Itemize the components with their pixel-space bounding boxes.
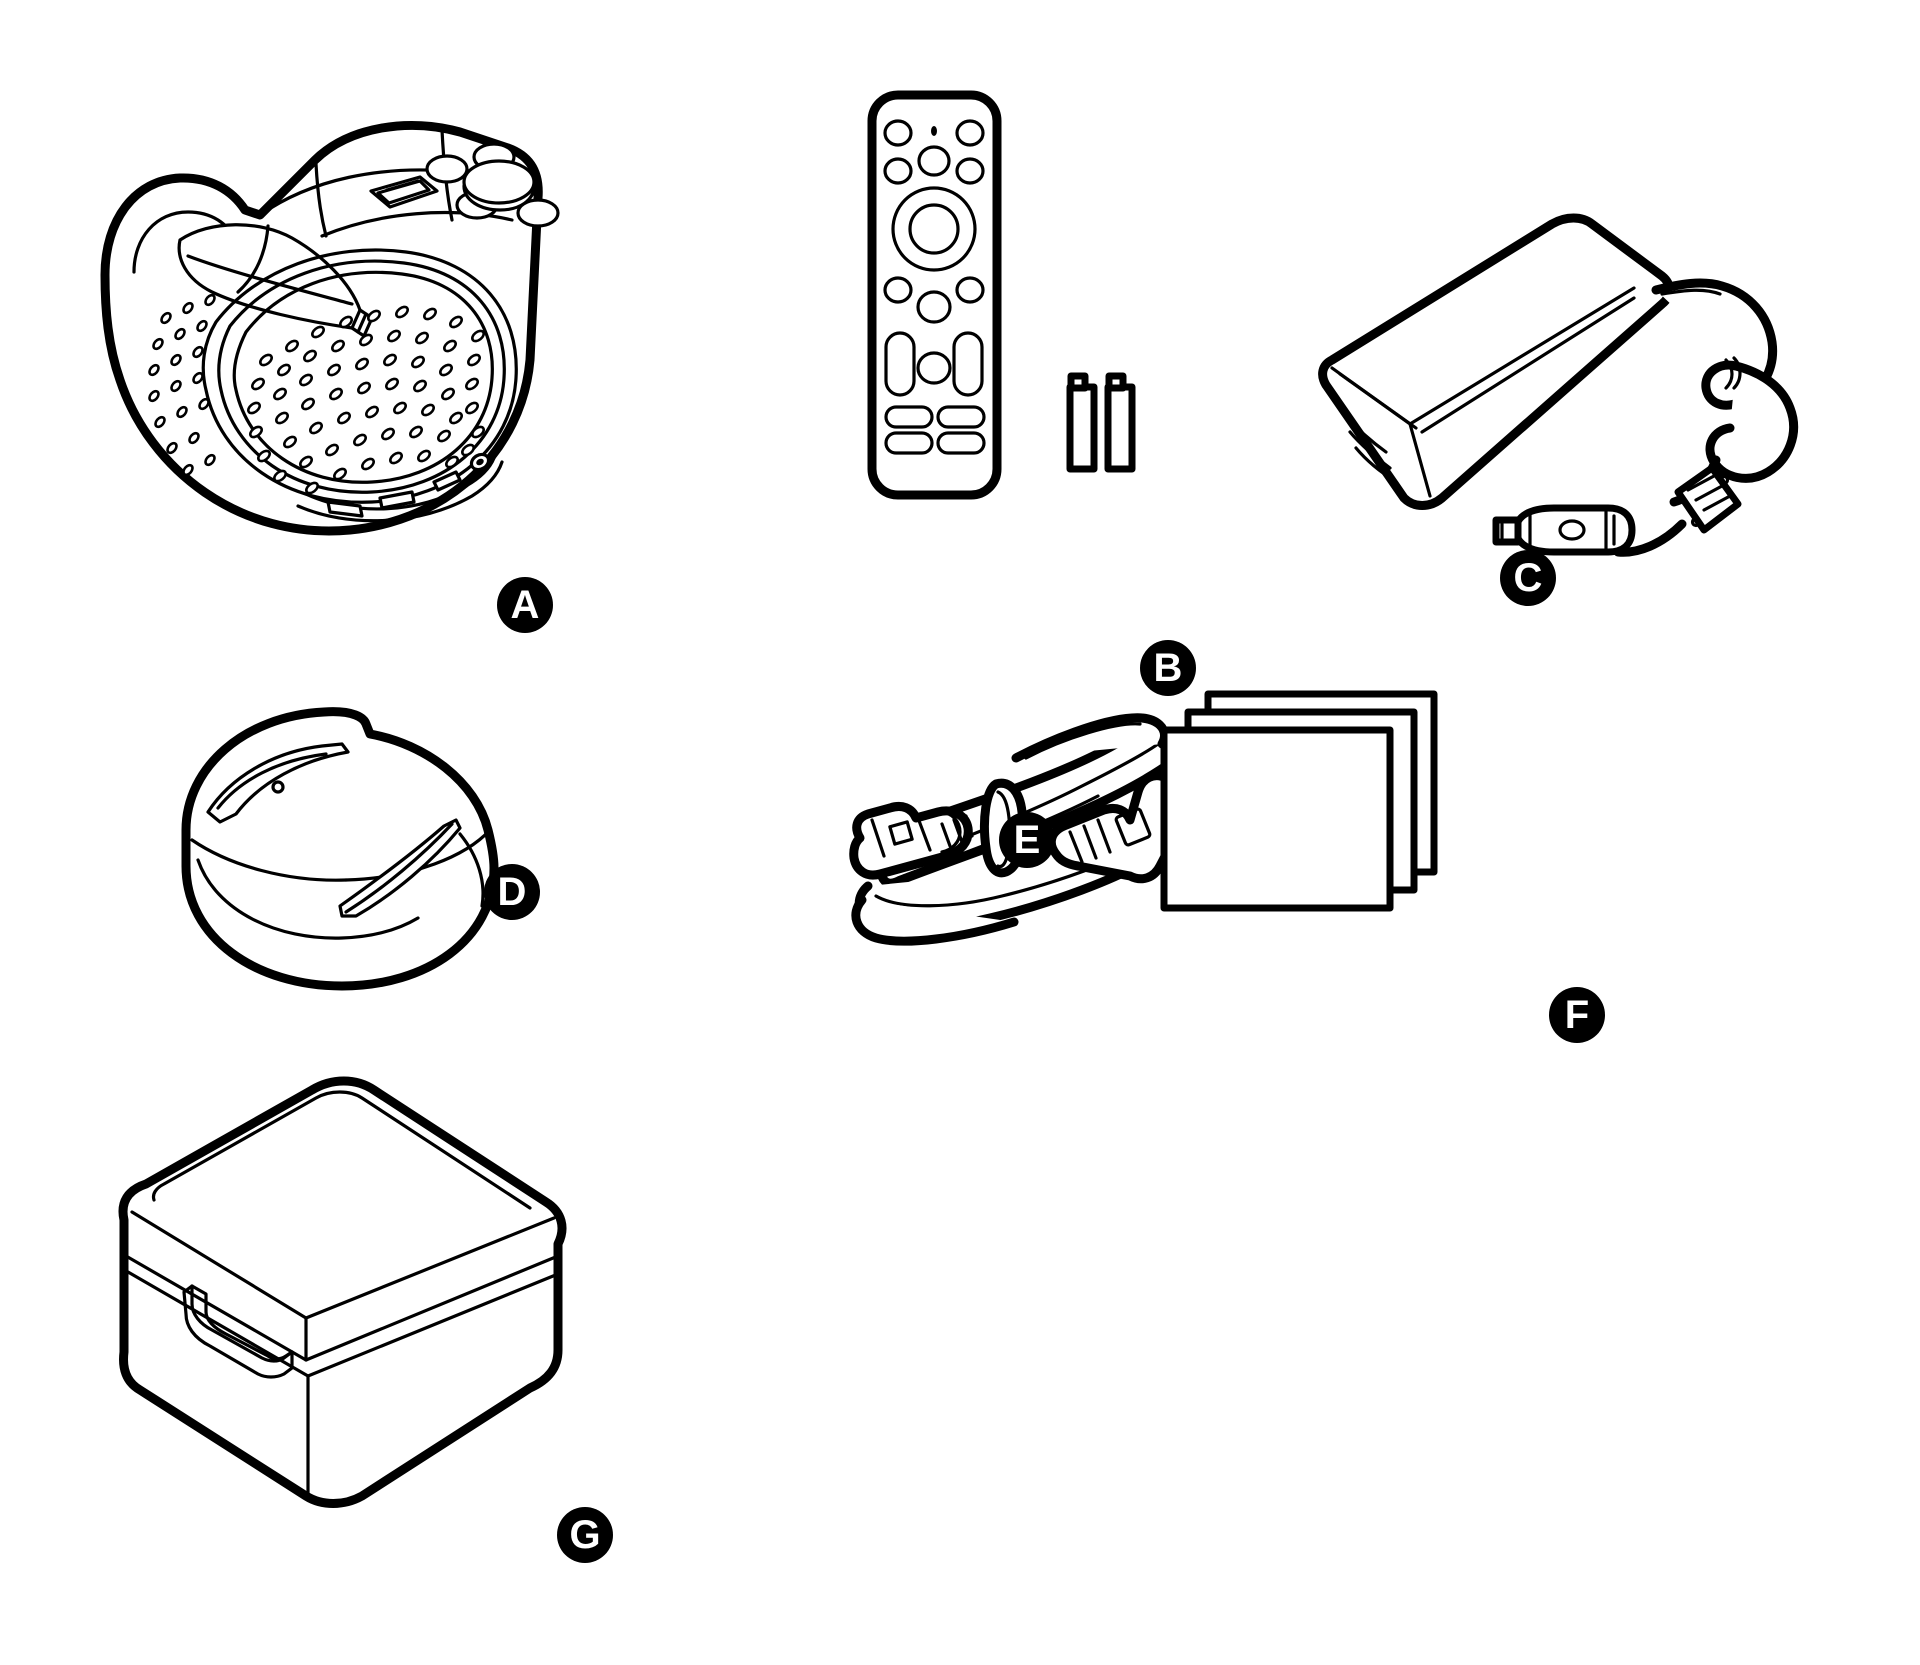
badge-f: F <box>1549 987 1605 1043</box>
directional-ring <box>891 186 977 272</box>
badge-a: A <box>497 577 553 633</box>
cord-detail-left <box>940 814 974 848</box>
carry-handle <box>182 1284 294 1379</box>
io-ports <box>296 452 504 523</box>
item-projector-stand: D <box>160 690 560 1020</box>
item-quick-guide: Quick Guide G <box>1140 680 1560 980</box>
badge-b: B <box>1140 640 1196 696</box>
ferrite-bead <box>1674 464 1742 534</box>
speaker-grille <box>148 248 518 504</box>
item-power-adapter: C <box>1290 180 1830 606</box>
usb-port-icon <box>369 175 439 209</box>
dc-barrel-plug <box>1492 504 1636 556</box>
quick-guide-drawing <box>1160 690 1438 912</box>
badge-c: C <box>1500 550 1556 606</box>
projector-drawing <box>100 120 560 536</box>
cradle-groove <box>206 742 350 824</box>
control-panel-buttons <box>425 142 560 228</box>
aa-batteries <box>1066 372 1136 473</box>
item-carrying-case: G <box>110 1060 613 1563</box>
item-projector: A <box>60 60 580 633</box>
remote-drawing <box>867 90 1136 500</box>
power-adapter-drawing <box>1318 213 1799 557</box>
status-led-icon <box>931 126 937 136</box>
badge-e: E <box>999 812 1055 868</box>
carrying-case-drawing <box>118 1076 567 1508</box>
item-remote-control: B <box>860 85 1320 696</box>
badge-g: G <box>557 1507 613 1563</box>
cradle-lip <box>338 818 462 918</box>
badge-d: D <box>484 864 540 920</box>
stand-drawing <box>181 707 499 991</box>
